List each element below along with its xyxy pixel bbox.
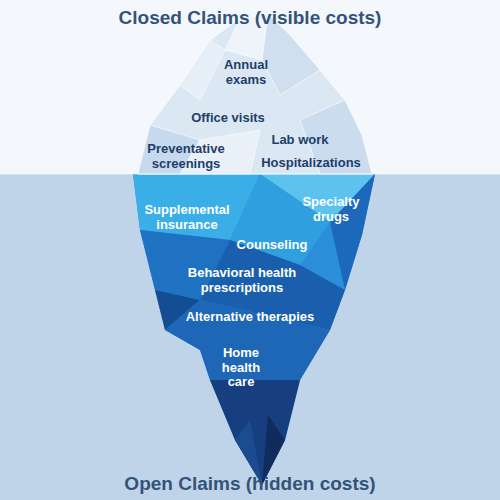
iceberg-label: Annual exams bbox=[218, 58, 274, 87]
sky-area bbox=[0, 0, 500, 174]
iceberg-label: Home health care bbox=[216, 346, 266, 390]
iceberg-tip bbox=[138, 14, 372, 174]
iceberg-label: Specialty drugs bbox=[295, 195, 367, 224]
iceberg-label: Preventative screenings bbox=[138, 142, 234, 171]
iceberg-underwater bbox=[133, 174, 375, 485]
iceberg-facet bbox=[210, 380, 300, 485]
iceberg-label: Alternative therapies bbox=[160, 310, 340, 325]
water-area bbox=[0, 174, 500, 500]
iceberg-label: Office visits bbox=[158, 111, 298, 126]
iceberg-facet bbox=[180, 40, 225, 100]
iceberg-label: Behavioral health prescriptions bbox=[178, 266, 306, 295]
iceberg-facet bbox=[330, 174, 375, 290]
iceberg-label: Counseling bbox=[212, 238, 332, 253]
iceberg-label: Supplemental insurance bbox=[136, 203, 238, 232]
diagram-caption: Open Claims (hidden costs) bbox=[10, 473, 490, 494]
iceberg-label: Hospitalizations bbox=[241, 156, 381, 171]
waterline bbox=[0, 174, 500, 175]
iceberg-label: Lab work bbox=[240, 133, 360, 148]
diagram-title: Closed Claims (visible costs) bbox=[10, 7, 490, 28]
